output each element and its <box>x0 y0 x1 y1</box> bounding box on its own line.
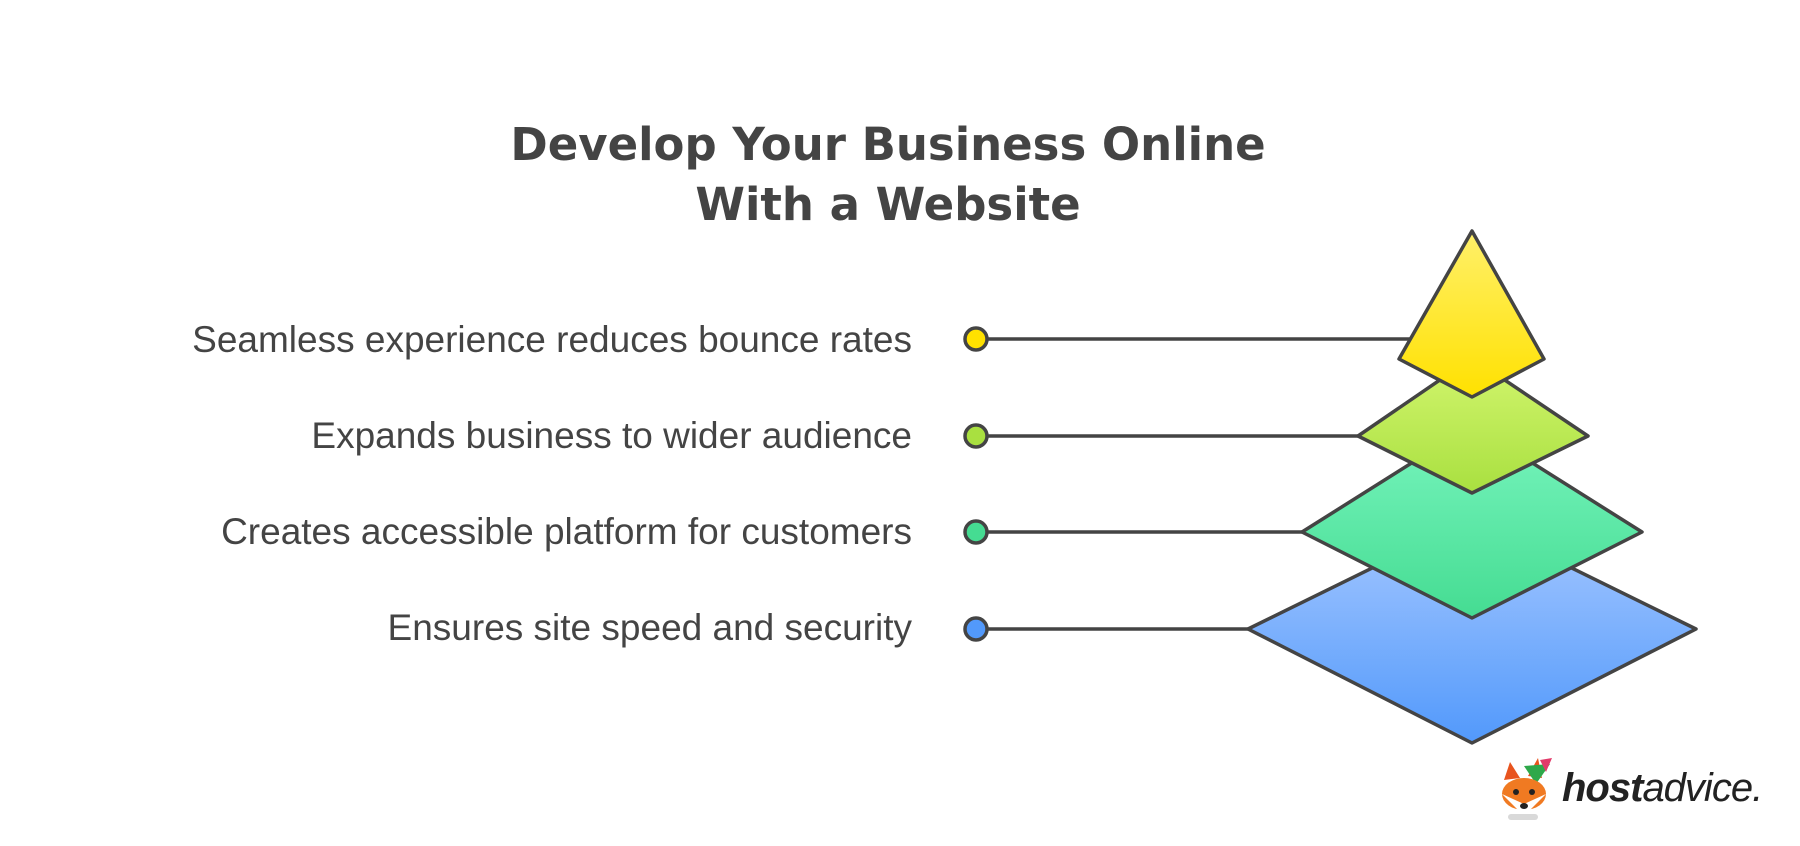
level-2-tier <box>1356 356 1590 495</box>
logo-wordmark-bold: host <box>1562 766 1643 810</box>
level-3-marker <box>963 519 989 545</box>
level-2-marker <box>963 423 989 449</box>
level-1-label: Seamless experience reduces bounce rates <box>192 319 912 360</box>
title-line-2: With a Website <box>695 178 1081 231</box>
level-4-marker <box>963 616 989 642</box>
title-line-1: Develop Your Business Online <box>510 118 1266 171</box>
fox-mascot-icon <box>1502 758 1552 820</box>
level-4-label: Ensures site speed and security <box>387 607 912 648</box>
level-2-label: Expands business to wider audience <box>311 415 912 456</box>
level-4-tier <box>1246 517 1698 745</box>
level-3-tier <box>1300 423 1644 620</box>
hostadvice-logo: hostadvice. <box>1490 756 1770 826</box>
level-3-label: Creates accessible platform for customer… <box>221 511 912 552</box>
logo-wordmark: hostadvice. <box>1562 766 1763 811</box>
level-1-tier <box>1397 229 1546 399</box>
level-1-marker <box>963 326 989 352</box>
diagram-title: Develop Your Business Online With a Webs… <box>0 115 1776 235</box>
logo-wordmark-regular: advice. <box>1642 766 1763 810</box>
